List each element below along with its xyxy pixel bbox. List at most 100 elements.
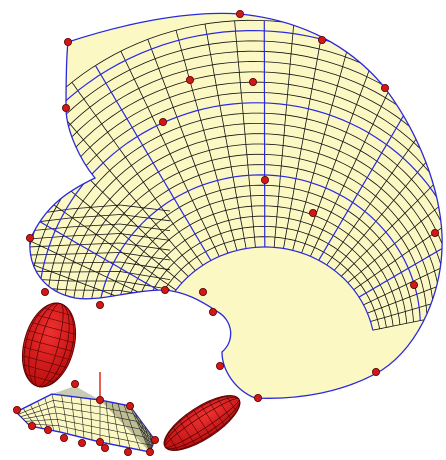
ellipsoid-upper-left[interactable] (14, 297, 85, 393)
mesh-line (20, 406, 155, 443)
mesh-line (29, 19, 443, 343)
mesh-line (113, 195, 408, 348)
control-point[interactable] (260, 175, 269, 184)
control-point[interactable] (71, 379, 80, 388)
control-point[interactable] (27, 421, 36, 430)
patch-boundary-line (96, 174, 421, 347)
mesh-line (29, 261, 171, 271)
mesh-line (121, 205, 401, 348)
mesh-line (29, 61, 443, 344)
mesh-line (29, 40, 443, 343)
patch-boundaries (29, 20, 443, 349)
control-point[interactable] (198, 287, 207, 296)
mesh-line (63, 133, 443, 346)
control-point[interactable] (96, 300, 105, 309)
control-point[interactable] (64, 38, 73, 47)
control-point[interactable] (62, 104, 71, 113)
control-point[interactable] (60, 433, 69, 442)
control-point[interactable] (253, 393, 262, 402)
control-point[interactable] (160, 285, 169, 294)
mesh-line (29, 50, 443, 344)
control-point[interactable] (380, 84, 389, 93)
control-point[interactable] (126, 401, 135, 410)
ellipsoid-parallel (185, 414, 204, 442)
control-point[interactable] (317, 36, 326, 45)
ellipsoid-lower-right[interactable] (156, 386, 247, 460)
mesh-line (29, 278, 171, 290)
mesh-line (18, 399, 155, 442)
mesh-line (54, 123, 443, 346)
mesh-line (29, 71, 443, 344)
main-surface[interactable] (0, 12, 446, 399)
ellipsoid-parallel (193, 409, 211, 437)
patch-boundary-line (29, 191, 172, 299)
ellipsoid-parallel (172, 426, 188, 449)
control-point[interactable] (430, 228, 439, 237)
mesh-line (80, 153, 435, 346)
control-point[interactable] (215, 361, 224, 370)
mesh-line (29, 214, 171, 224)
control-point[interactable] (208, 307, 217, 316)
surface-outline (29, 12, 443, 399)
control-point[interactable] (409, 280, 418, 289)
ellipsoid-parallel (216, 397, 232, 420)
ellipsoid-parallel (22, 364, 62, 376)
control-point[interactable] (25, 233, 34, 242)
surface-mesh (29, 19, 443, 349)
control-point[interactable] (101, 443, 110, 452)
mesh-line (25, 418, 154, 445)
control-point[interactable] (96, 437, 105, 446)
mesh-line (29, 318, 156, 340)
mesh-line (29, 204, 171, 216)
control-point[interactable] (12, 405, 21, 414)
ellipsoid-parallel (22, 355, 67, 368)
patch-boundary-line (37, 102, 443, 345)
ellipsoid-parallel (226, 395, 238, 413)
ellipsoid-parallel (31, 322, 76, 335)
ellipsoid-parallel (23, 346, 71, 360)
mesh-line (29, 223, 171, 232)
control-point[interactable] (235, 9, 244, 18)
ellipsoid-parallel (25, 374, 55, 383)
mesh-line (29, 293, 158, 331)
control-point[interactable] (78, 438, 87, 447)
control-point[interactable] (185, 76, 194, 85)
control-point[interactable] (41, 287, 50, 296)
ellipsoid-parallel (36, 314, 76, 326)
mesh-line (367, 253, 443, 314)
control-point[interactable] (158, 118, 167, 127)
mesh-line (27, 423, 153, 446)
ellipsoid-parallel (179, 420, 196, 446)
mesh-line (22, 412, 154, 444)
ellipsoid-parallel (43, 307, 73, 316)
patch-boundary-line (263, 20, 266, 247)
mesh-line (372, 299, 443, 331)
control-point[interactable] (44, 425, 53, 434)
control-point[interactable] (371, 367, 380, 376)
control-point[interactable] (308, 208, 317, 217)
mesh-line (370, 276, 443, 322)
mesh-line (129, 215, 394, 348)
mesh-line (29, 270, 171, 280)
ellipsoid-parallel (200, 404, 219, 432)
control-point[interactable] (124, 447, 133, 456)
control-point[interactable] (96, 395, 105, 404)
ellipsoid-parallel (166, 433, 178, 451)
ellipsoid-parallel (208, 400, 225, 426)
mesh-line (46, 112, 443, 345)
patch-boundary-line (94, 65, 212, 261)
control-point[interactable] (150, 435, 159, 444)
mesh-line (88, 164, 428, 347)
control-points[interactable] (12, 9, 439, 456)
control-point[interactable] (145, 447, 154, 456)
mesh-line (105, 184, 414, 347)
ellipsoid-parallel (24, 338, 74, 352)
patch-boundary-line (358, 205, 443, 298)
control-point[interactable] (248, 78, 257, 87)
ellipsoid-parallel (27, 330, 75, 344)
mesh-line (71, 143, 441, 346)
mesh-line (29, 233, 171, 241)
surface-fill (29, 13, 443, 399)
